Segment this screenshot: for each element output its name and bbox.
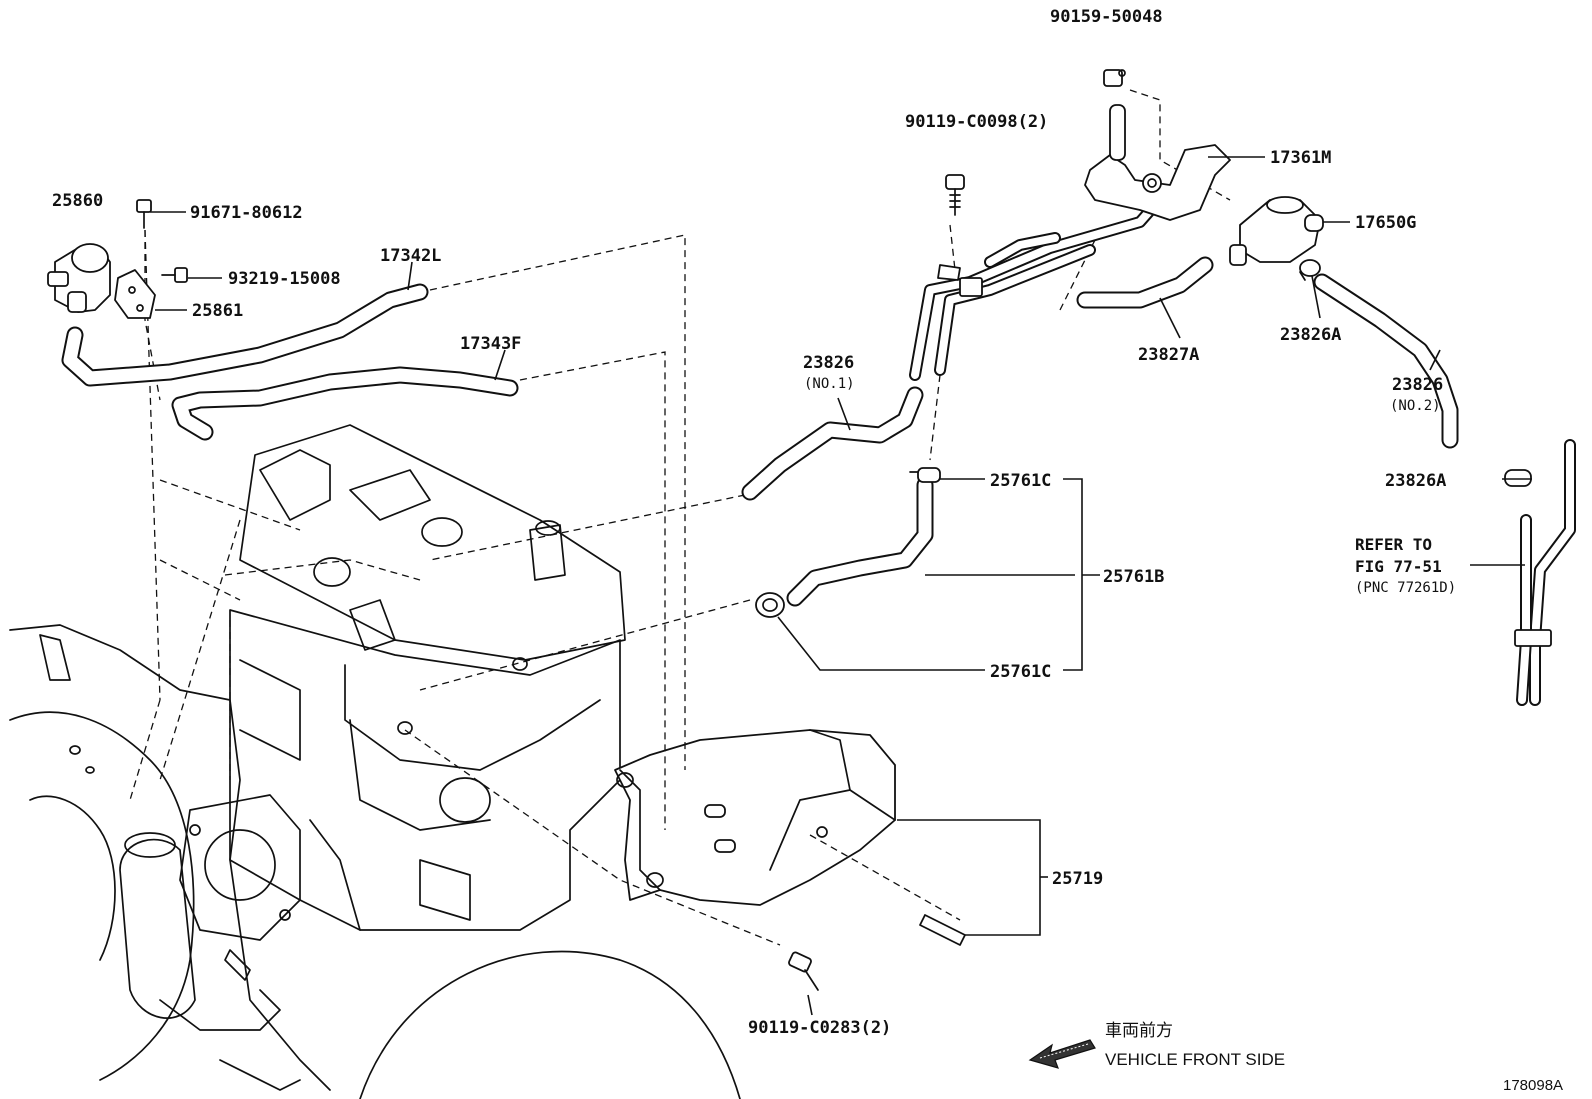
label-90119-C0098: 90119-C0098(2) [905,112,1048,132]
clamp-25761C-bottom [755,592,785,618]
reference-note: REFER TO FIG 77-51 (PNC 77261D) [1355,535,1456,596]
label-90159-50048: 90159-50048 [1050,7,1163,27]
label-17342L: 17342L [380,246,441,266]
label-25860: 25860 [52,191,103,211]
label-23826A-right: 23826A [1385,471,1446,491]
label-90119-C0283: 90119-C0283(2) [748,1018,891,1038]
bolt-90119-c0098 [945,174,965,216]
bolt-90119-c0283 [788,951,819,991]
label-25761B: 25761B [1103,567,1164,587]
hose-23827A [1076,256,1214,309]
vsv-25860 [47,243,111,313]
label-25761C-bottom: 25761C [990,662,1051,682]
bolt-93219 [161,267,188,283]
reference-hoses [1514,439,1576,706]
figure-id: 178098A [1503,1077,1563,1094]
hose-25761B [786,476,934,607]
label-17650G: 17650G [1355,213,1416,233]
stud-bolt [919,914,966,946]
vsv-bracket-assembly [614,729,896,906]
bolt-90159 [1103,69,1126,87]
part-labels: 25860 91671-80612 93219-15008 25861 1734… [52,7,1446,1038]
label-23826-no2-sub: (NO.2) [1390,398,1441,414]
label-17343F: 17343F [460,334,521,354]
metal-pipe-assembly [909,199,1161,381]
direction-english: VEHICLE FRONT SIDE [1105,1050,1285,1069]
label-23826A-top: 23826A [1280,325,1341,345]
clamp-23826A-top [1299,259,1321,281]
bracket-17361M [1084,104,1231,221]
label-23827A: 23827A [1138,345,1199,365]
label-17361M: 17361M [1270,148,1331,168]
label-91671-80612: 91671-80612 [190,203,303,223]
bracket-25861 [114,269,156,319]
hose-23826-no1 [741,386,924,501]
label-25861: 25861 [192,301,243,321]
valve-17650G [1229,196,1324,266]
engine-assembly [9,424,741,1099]
label-25719: 25719 [1052,869,1103,889]
bolt-91671 [136,199,152,229]
label-23826-no1: 23826 [803,353,854,373]
guide-lines [129,89,1231,946]
label-93219-15008: 93219-15008 [228,269,341,289]
hose-23826-no2 [1313,273,1459,449]
hose-17343F [171,366,519,441]
clamp-25761C-top [909,467,941,483]
reference-line-2: FIG 77-51 [1355,557,1442,576]
reference-line-1: REFER TO [1355,535,1432,554]
label-23826-no1-sub: (NO.1) [804,376,855,392]
label-25761C-top: 25761C [990,471,1051,491]
label-23826-no2: 23826 [1392,375,1443,395]
clamp-23826A-right [1504,469,1532,487]
hose-17342L [61,283,429,387]
direction-caption: 車両前方 VEHICLE FRONT SIDE [1105,1021,1285,1069]
direction-japanese: 車両前方 [1105,1021,1173,1040]
reference-line-3: (PNC 77261D) [1355,580,1456,596]
vehicle-front-arrow-icon [1028,1039,1096,1069]
leader-lines [150,156,1532,1016]
